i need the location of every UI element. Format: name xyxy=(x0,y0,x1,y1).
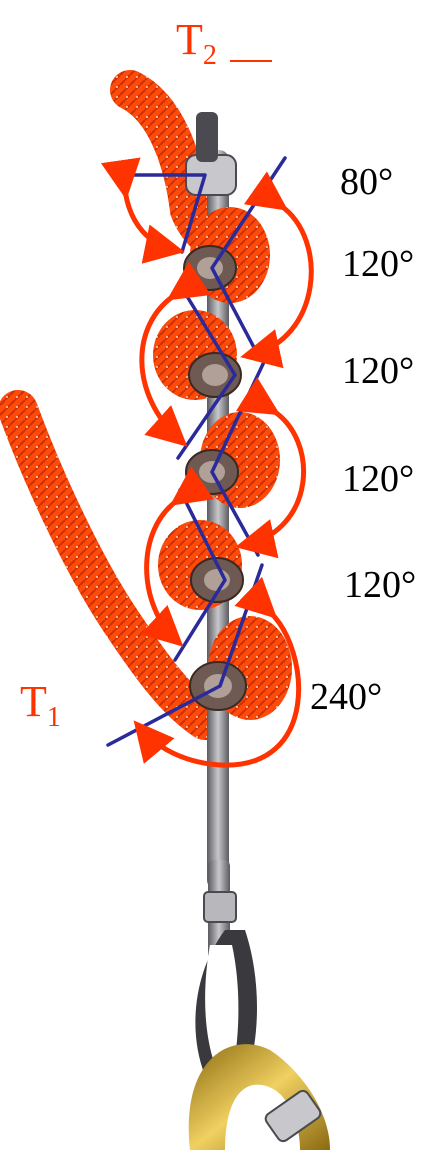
wrap-angle-label: 240° xyxy=(310,678,382,716)
curved-arrow-icon xyxy=(125,190,175,250)
wrap-angle-label: 120° xyxy=(342,352,414,390)
wrap-angle-label: 120° xyxy=(342,245,414,283)
wrap-angle-label: 80° xyxy=(340,163,393,201)
tension-t1-label: T1 xyxy=(20,680,61,732)
rack-nut xyxy=(204,892,236,922)
tension-t2-label: T2 xyxy=(176,18,217,70)
carabiner-icon xyxy=(189,930,330,1150)
wrap-angle-label: 120° xyxy=(342,460,414,498)
rack-bar xyxy=(184,246,236,290)
wrap-angle-label: 120° xyxy=(344,566,416,604)
t2-underline xyxy=(230,60,272,62)
